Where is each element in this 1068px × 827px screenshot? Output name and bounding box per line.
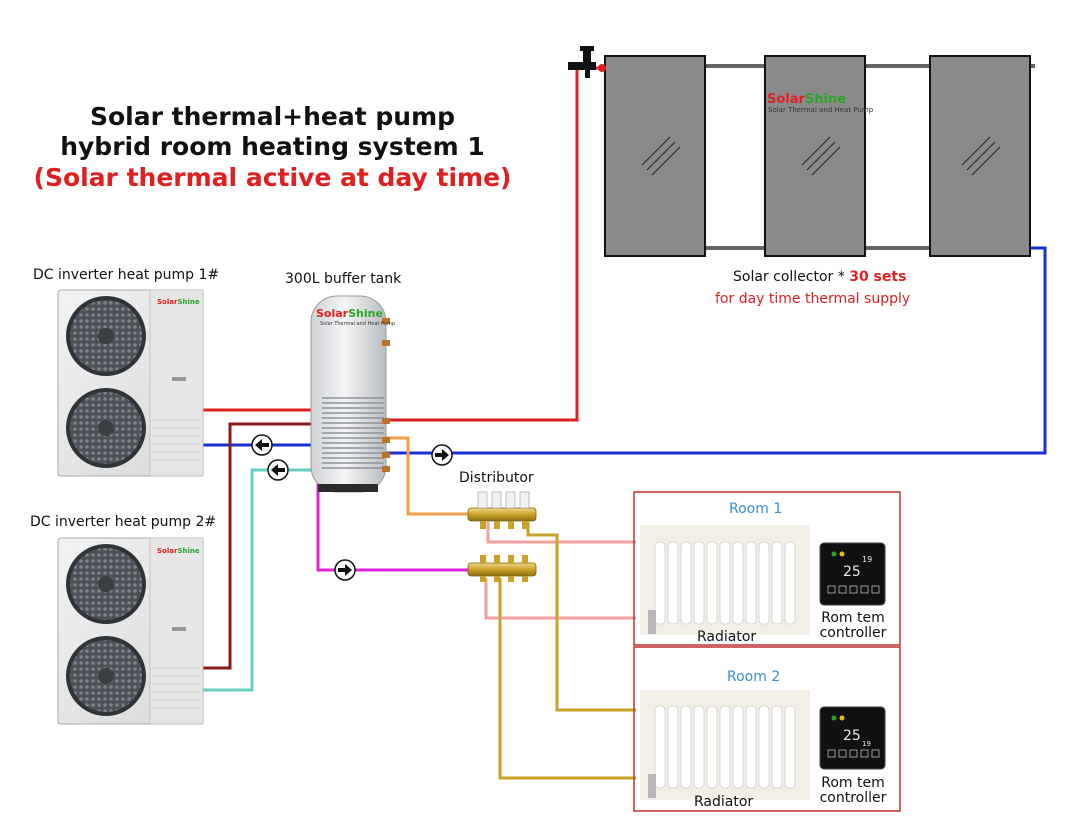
radiator-icon xyxy=(640,525,810,635)
solar-panel xyxy=(929,55,1031,257)
thermostat-icon: 25 19 xyxy=(819,542,886,606)
heat-pump-2-unit xyxy=(57,537,204,725)
room-2-title: Room 2 xyxy=(727,669,781,685)
pipe-hp2-supply xyxy=(203,422,320,670)
fan-icon xyxy=(66,296,146,376)
brand-logo: SolarShine xyxy=(767,92,847,107)
fan-icon xyxy=(66,636,146,716)
pipe-room1-return xyxy=(484,578,636,620)
fan-icon xyxy=(66,388,146,468)
valve-icon xyxy=(568,46,606,78)
flow-arrows xyxy=(251,434,453,581)
heat-pump-1-unit xyxy=(57,289,204,477)
thermostat-temp: 25 xyxy=(843,728,861,744)
solar-collectors xyxy=(568,46,1031,257)
distributor-manifold xyxy=(467,491,537,582)
pipe-room2-return xyxy=(498,578,636,780)
thermostat-small: 19 xyxy=(862,740,871,748)
room-1-title: Room 1 xyxy=(729,501,783,517)
solar-panel xyxy=(604,55,706,257)
pipe-room1-supply xyxy=(486,522,636,544)
buffer-tank-unit xyxy=(310,295,390,493)
pipe-solar-return xyxy=(385,246,1047,455)
pipe-tank-supply xyxy=(386,436,470,516)
pipe-hp2-return xyxy=(203,468,318,692)
room-2-box: 25 19 xyxy=(633,646,901,812)
fan-icon xyxy=(66,544,146,624)
thermostat-temp: 25 xyxy=(843,564,861,580)
solar-collector-label: Solar collector * 30 sets xyxy=(733,269,907,285)
brand-logo: SolarShine xyxy=(316,307,383,320)
brand-tagline: Solar Thermal and Heat Pump xyxy=(768,106,874,114)
pipe-room2-supply xyxy=(526,522,636,712)
heat-pump-1-label: DC inverter heat pump 1# xyxy=(33,267,220,283)
radiator-icon xyxy=(640,690,810,800)
brand-logo: SolarShine xyxy=(157,547,200,555)
title-line-1: Solar thermal+heat pump xyxy=(89,102,456,131)
room-2-radiator-label: Radiator xyxy=(694,794,754,810)
title-line-2: hybrid room heating system 1 xyxy=(60,132,485,161)
pipe-tank-return xyxy=(316,458,470,572)
flow-arrow-right-icon xyxy=(431,444,453,466)
solar-panel xyxy=(764,55,866,257)
brand-tagline: Solar Thermal and Heat Pump xyxy=(320,321,396,327)
brand-logo: SolarShine xyxy=(157,298,200,306)
solar-collector-note: for day time thermal supply xyxy=(715,291,911,307)
heat-pump-2-label: DC inverter heat pump 2# xyxy=(30,514,217,530)
title-line-3: (Solar thermal active at day time) xyxy=(33,163,512,192)
room-1-radiator-label: Radiator xyxy=(697,629,757,645)
thermostat-small: 19 xyxy=(862,555,872,564)
flow-arrow-left-icon xyxy=(267,459,289,481)
room-1-box: 25 19 xyxy=(633,491,901,646)
flow-arrow-right-icon xyxy=(334,559,356,581)
distributor-label: Distributor xyxy=(459,470,534,486)
buffer-tank-label: 300L buffer tank xyxy=(285,271,402,287)
thermostat-icon: 25 19 xyxy=(819,706,886,770)
flow-arrow-left-icon xyxy=(251,434,273,456)
